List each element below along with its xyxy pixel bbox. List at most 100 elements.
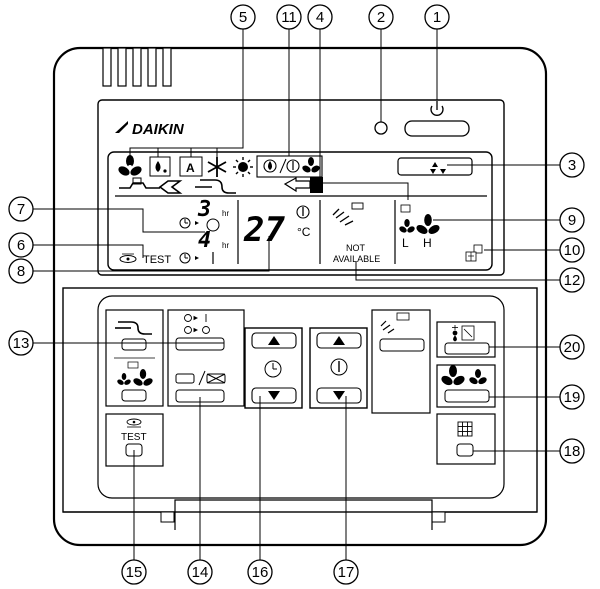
clock-icon xyxy=(179,217,191,229)
svg-text:16: 16 xyxy=(252,564,269,581)
svg-text:3: 3 xyxy=(568,157,576,174)
callout-9: 9 xyxy=(559,207,585,233)
fan-speed-button[interactable] xyxy=(444,389,490,403)
fan-high-label: H xyxy=(423,236,432,250)
timer-unit-bottom: hr xyxy=(222,241,229,250)
set-temperature: 27 xyxy=(243,210,285,250)
leader-lines xyxy=(32,29,560,560)
up-arrow-icon xyxy=(268,336,280,345)
svg-text:8: 8 xyxy=(17,263,25,280)
inspection-icon xyxy=(119,253,137,263)
svg-text:18: 18 xyxy=(564,443,581,460)
callout-7: 7 xyxy=(8,196,34,222)
cool-icon xyxy=(207,157,227,177)
daikin-logo: DAIKIN xyxy=(115,121,185,138)
up-arrow-icon xyxy=(333,336,345,345)
swing-indicator xyxy=(332,202,364,226)
callout-17: 17 xyxy=(333,559,359,585)
swing-button[interactable] xyxy=(379,338,425,352)
svg-text:1: 1 xyxy=(433,9,441,26)
timer-unit-top: hr xyxy=(222,209,229,218)
lcd-window xyxy=(107,151,493,271)
down-arrow-icon xyxy=(333,391,345,400)
not-available-line2: AVAILABLE xyxy=(333,254,380,264)
svg-text:20: 20 xyxy=(564,339,581,356)
swing-button-icon xyxy=(380,312,410,334)
thermometer-icon xyxy=(330,358,348,376)
svg-text:A: A xyxy=(186,161,195,175)
thermometer-icon xyxy=(296,205,310,219)
ventilation-mode-button[interactable] xyxy=(121,338,147,351)
callout-5: 5 xyxy=(230,4,256,30)
ventilation-amount-icon xyxy=(117,361,153,386)
svg-text:9: 9 xyxy=(568,212,576,229)
clock-icon xyxy=(264,360,282,378)
fan-speed-display: L H xyxy=(399,204,440,250)
power-icon xyxy=(430,101,444,116)
callout-14: 14 xyxy=(187,559,213,585)
fan-speed-icon xyxy=(441,365,487,386)
svg-text:4: 4 xyxy=(316,9,324,26)
callout-10: 10 xyxy=(559,237,585,263)
timer-mode-icon xyxy=(184,314,210,334)
brand-name: DAIKIN xyxy=(132,121,185,138)
power-button[interactable] xyxy=(404,120,470,137)
temperature-unit: °C xyxy=(297,225,311,239)
heat-icon xyxy=(233,157,253,177)
airflow-button-group xyxy=(371,309,431,414)
callout-20: 20 xyxy=(559,334,585,360)
callout-18: 18 xyxy=(559,438,585,464)
svg-text:17: 17 xyxy=(338,564,355,581)
fan-low-label: L xyxy=(402,236,409,250)
test-indicator-text: TEST xyxy=(143,254,171,266)
test-button-label: TEST xyxy=(121,432,147,443)
fan-icon xyxy=(118,155,142,176)
timer-on-off-icon xyxy=(175,370,226,386)
svg-text:10: 10 xyxy=(564,242,581,259)
callout-15: 15 xyxy=(121,559,147,585)
callout-19: 19 xyxy=(559,384,585,410)
timer-value-bottom: 4 xyxy=(198,228,211,253)
callouts: 1 2 3 4 5 6 7 8 9 10 11 12 13 14 15 16 1… xyxy=(8,4,585,585)
svg-text:6: 6 xyxy=(17,237,25,254)
fan-swing-icon xyxy=(430,162,446,174)
temperature-display: 27 °C xyxy=(243,205,311,250)
svg-text:5: 5 xyxy=(239,9,247,26)
callout-1: 1 xyxy=(424,4,450,30)
mode-icons: A xyxy=(118,155,323,178)
svg-text:13: 13 xyxy=(13,335,30,352)
vent-slots xyxy=(102,47,172,87)
svg-text:2: 2 xyxy=(377,9,385,26)
svg-text:11: 11 xyxy=(281,9,297,26)
callout-13: 13 xyxy=(8,330,34,356)
timer-mode-button[interactable] xyxy=(175,337,225,351)
callout-16: 16 xyxy=(247,559,273,585)
timer-display: 3 hr 4 hr TEST xyxy=(119,197,229,266)
svg-text:19: 19 xyxy=(564,389,581,406)
callout-12: 12 xyxy=(559,267,585,293)
timer-value-top: 3 xyxy=(197,197,211,222)
svg-text:12: 12 xyxy=(564,272,581,289)
svg-text:14: 14 xyxy=(192,564,209,581)
callout-11: 11 xyxy=(276,4,302,30)
svg-text:15: 15 xyxy=(126,564,143,581)
not-available-line1: NOT xyxy=(346,243,366,253)
ventilation-amount-button[interactable] xyxy=(121,389,147,402)
inspection-icon xyxy=(126,418,142,428)
svg-text:7: 7 xyxy=(17,201,25,218)
ventilation-icon xyxy=(119,177,236,194)
filter-reset-icon xyxy=(457,421,473,437)
callout-2: 2 xyxy=(368,4,394,30)
callout-6: 6 xyxy=(8,232,34,258)
operation-lamp xyxy=(374,121,388,135)
ventilation-mode-icon xyxy=(115,321,152,335)
filter-reset-button[interactable] xyxy=(456,443,474,457)
clock-icon xyxy=(179,252,191,264)
filter-cleaning-indicator xyxy=(465,244,483,262)
callout-3: 3 xyxy=(559,152,585,178)
callout-4: 4 xyxy=(307,4,333,30)
down-arrow-icon xyxy=(268,391,280,400)
mode-selector-icon xyxy=(452,325,475,342)
mode-selector-button[interactable] xyxy=(444,342,490,355)
